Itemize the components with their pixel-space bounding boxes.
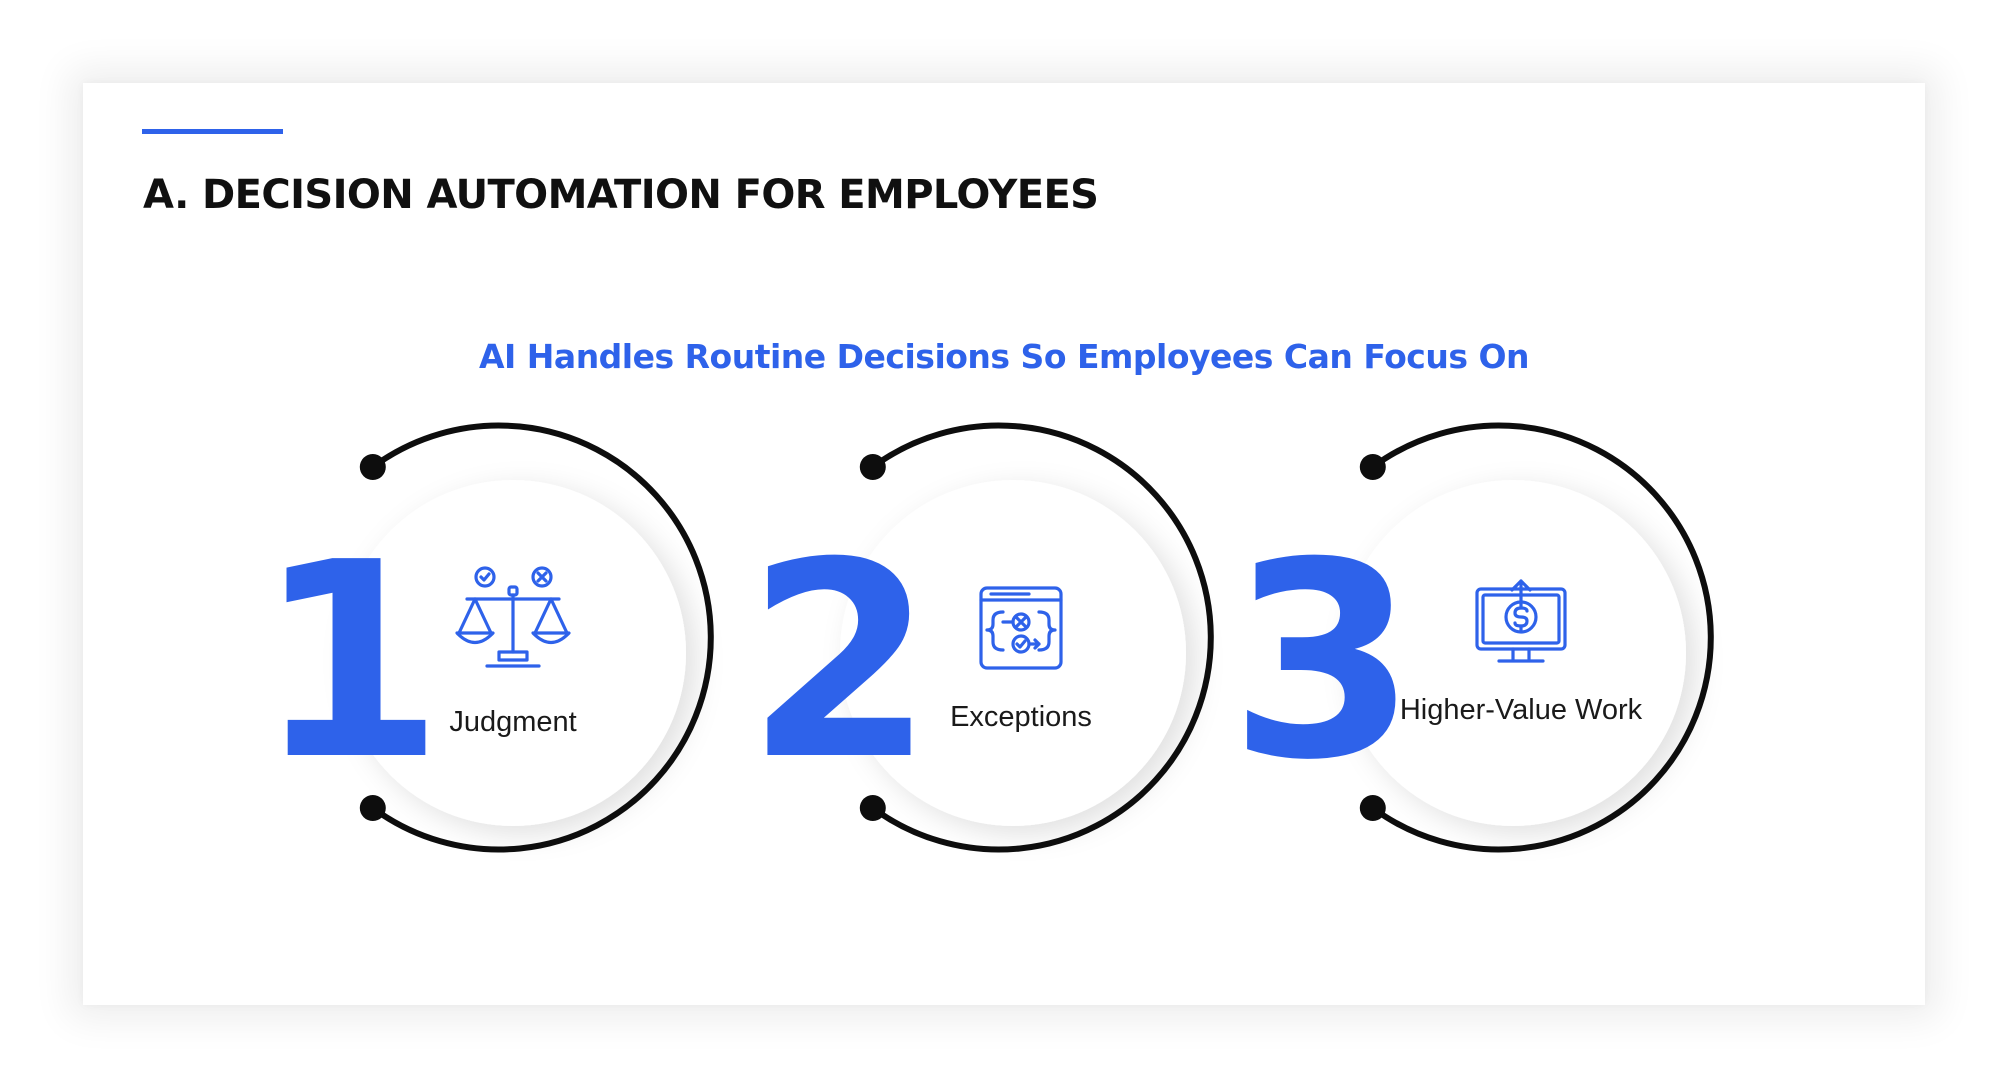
step-2-ring-arc (869, 422, 1214, 853)
step-1-ring-dot-bottom (359, 795, 386, 821)
steps-diagram: 1 2 3 (256, 422, 1714, 853)
step-2-number: 2 (746, 504, 928, 819)
step-1-label: Judgment (449, 706, 577, 738)
step-1-ring-arc (369, 422, 714, 853)
step-1: 1 (256, 422, 714, 853)
step-2-label: Exceptions (950, 701, 1092, 733)
step-2: 2 (746, 422, 1214, 853)
scales-icon (455, 566, 571, 668)
slide-title: A. DECISION AUTOMATION FOR EMPLOYEES (143, 172, 1099, 218)
step-1-number: 1 (256, 504, 438, 819)
exceptions-code-icon (979, 586, 1063, 670)
step-2-ring-dot-bottom (859, 795, 886, 821)
monitor-dollar-icon (1475, 579, 1567, 663)
slide-subtitle: AI Handles Routine Decisions So Employee… (479, 337, 1530, 376)
step-3: 3 (1229, 422, 1714, 853)
step-3-label: Higher-Value Work (1399, 694, 1643, 726)
step-3-number: 3 (1229, 504, 1411, 819)
slide-card: A. DECISION AUTOMATION FOR EMPLOYEES AI … (83, 83, 1925, 1005)
step-3-ring-dot-bottom (1359, 795, 1386, 821)
step-1-ring-dot-top (359, 454, 386, 480)
step-3-ring-arc (1369, 422, 1714, 853)
step-2-inner-circle (840, 480, 1186, 826)
step-2-ring-dot-top (859, 454, 886, 480)
title-accent-bar (142, 129, 283, 134)
step-3-ring-dot-top (1359, 454, 1386, 480)
